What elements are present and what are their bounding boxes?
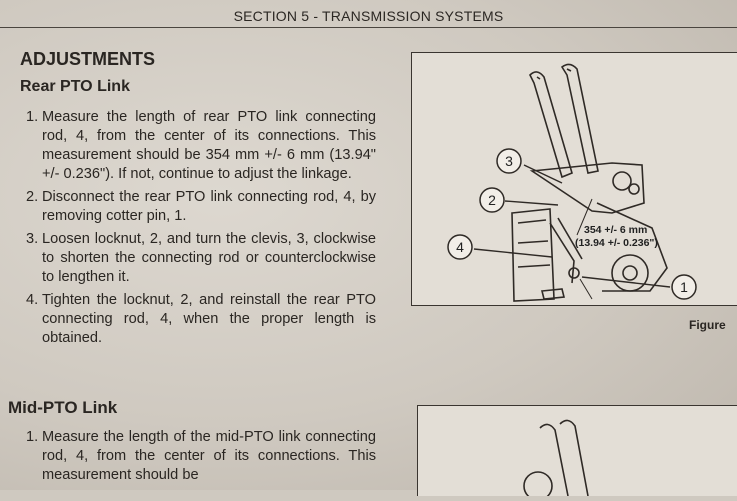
mid-pto-figure xyxy=(417,405,737,501)
step-number: 1. xyxy=(26,109,39,125)
step-text: Measure the length of the mid-PTO link c… xyxy=(42,429,376,483)
dimension-in: (13.94 +/- 0.236") xyxy=(575,237,658,249)
step-text: Disconnect the rear PTO link connecting … xyxy=(42,189,376,224)
rear-pto-step: 3.Loosen locknut, 2, and turn the clevis… xyxy=(26,230,376,287)
callout-2: 2 xyxy=(488,192,496,208)
section-header: SECTION 5 - TRANSMISSION SYSTEMS xyxy=(233,8,504,24)
rear-pto-step: 1.Measure the length of rear PTO link co… xyxy=(26,108,376,184)
mid-pto-heading: Mid-PTO Link xyxy=(8,398,118,417)
mid-pto-step: 1.Measure the length of the mid-PTO link… xyxy=(26,428,376,485)
step-number: 1. xyxy=(26,429,39,445)
mid-pto-illustration xyxy=(523,419,589,501)
adjustments-heading: ADJUSTMENTS xyxy=(20,49,156,69)
step-text: Measure the length of rear PTO link conn… xyxy=(42,109,376,182)
callout-4: 4 xyxy=(456,239,464,255)
step-text: Loosen locknut, 2, and turn the clevis, … xyxy=(42,231,376,285)
step-number: 3. xyxy=(26,231,39,247)
linkage-illustration: 3 2 4 1 354 +/- 6 mm (13.94 +/- 0.236") xyxy=(447,63,697,302)
rear-pto-heading: Rear PTO Link xyxy=(20,78,130,95)
step-number: 2. xyxy=(26,189,39,205)
header-rule xyxy=(0,27,737,28)
rear-pto-figure: 3 2 4 1 354 +/- 6 mm (13.94 +/- 0.236") xyxy=(411,52,737,306)
callout-3: 3 xyxy=(505,153,513,169)
rear-pto-steps: 1.Measure the length of rear PTO link co… xyxy=(26,108,376,348)
mid-pto-steps: 1.Measure the length of the mid-PTO link… xyxy=(26,428,376,485)
step-text: Tighten the locknut, 2, and reinstall th… xyxy=(42,292,376,346)
dimension-mm: 354 +/- 6 mm xyxy=(584,224,647,236)
callout-1: 1 xyxy=(680,279,688,295)
rear-pto-step: 4.Tighten the locknut, 2, and reinstall … xyxy=(26,291,376,348)
step-number: 4. xyxy=(26,292,39,308)
figure-label: Figure xyxy=(689,318,726,332)
rear-pto-step: 2.Disconnect the rear PTO link connectin… xyxy=(26,188,376,226)
